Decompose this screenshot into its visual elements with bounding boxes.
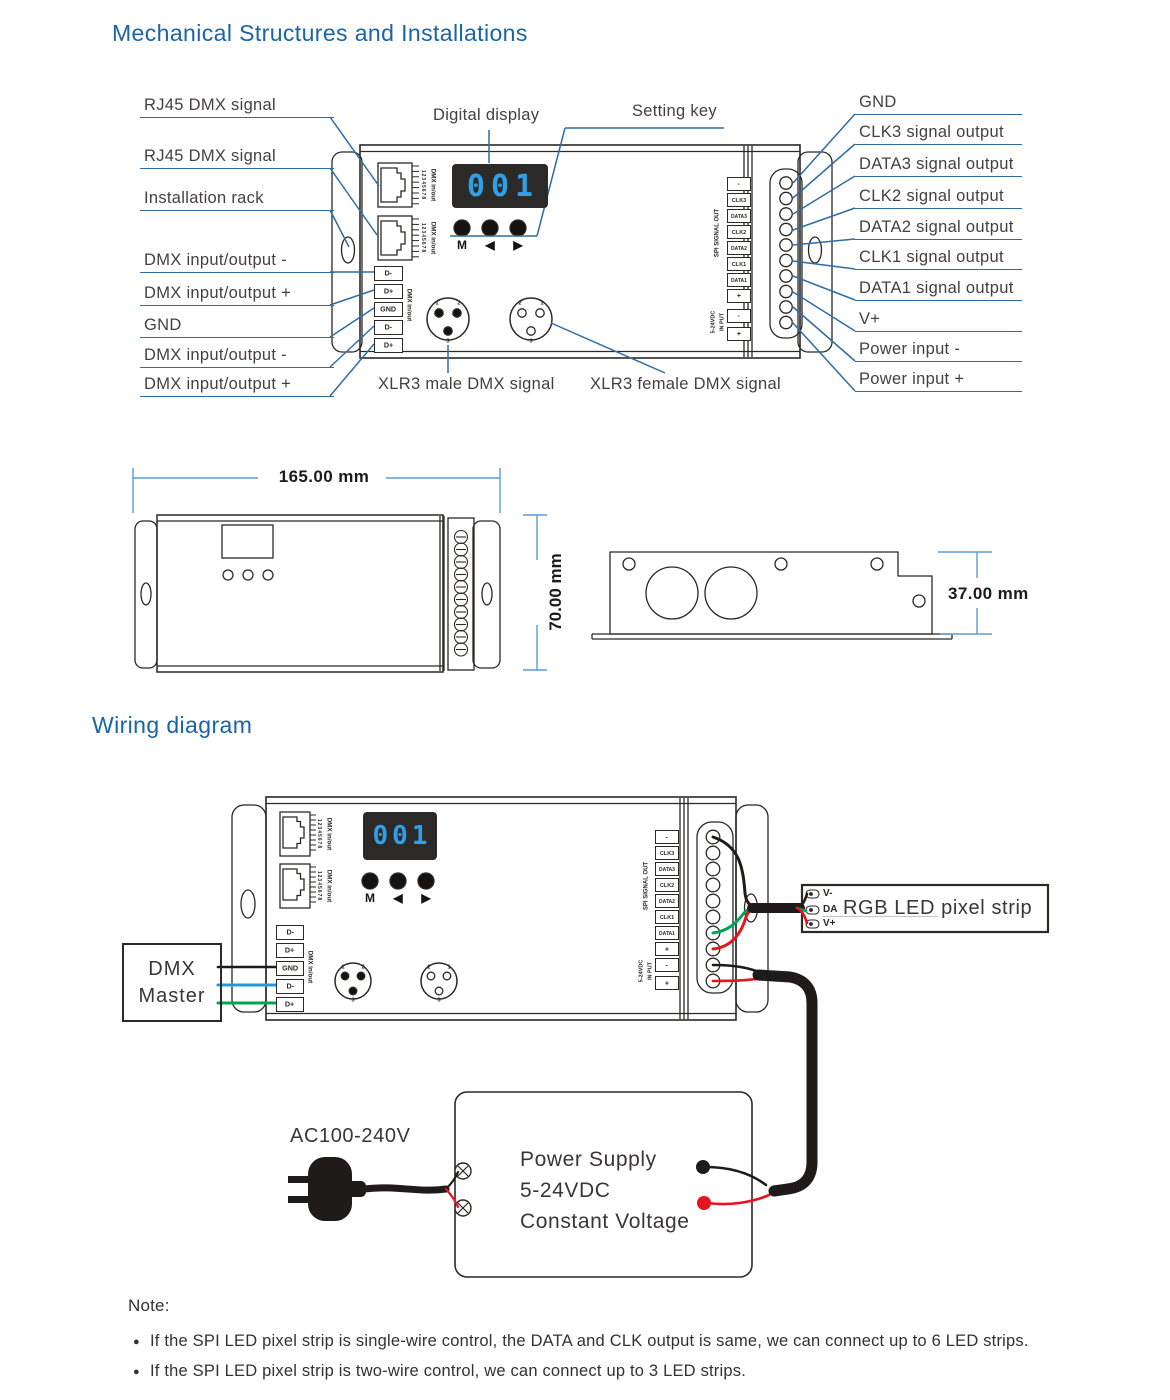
wiring-spi-terminal-plus: + bbox=[655, 942, 679, 956]
wiring-terminal-d-plus-1: D+ bbox=[276, 943, 304, 958]
spi-terminal-data2: DATA2 bbox=[727, 241, 751, 255]
callout-gnd-left: GND bbox=[140, 316, 334, 338]
bullet-icon-1: ● bbox=[133, 1336, 140, 1348]
dimension-depth: 37.00 mm bbox=[944, 584, 1033, 604]
callout-clk2-out: CLK2 signal output bbox=[855, 187, 1022, 209]
terminal-d-minus-1: D- bbox=[374, 266, 403, 281]
key-right-icon: ▶ bbox=[513, 238, 523, 252]
wires-art bbox=[216, 835, 818, 1221]
wiring-input-terminal-plus: + bbox=[655, 976, 679, 990]
psu-line-3: Constant Voltage bbox=[520, 1210, 690, 1233]
key-left-icon: ◀ bbox=[485, 238, 495, 252]
callout-setting-key: Setting key bbox=[632, 102, 717, 120]
input-terminal-plus: + bbox=[727, 327, 751, 341]
dmx-master-box: DMX Master bbox=[122, 943, 222, 1022]
spi-terminal-data3: DATA3 bbox=[727, 209, 751, 223]
note-item-1: If the SPI LED pixel strip is single-wir… bbox=[150, 1332, 1029, 1350]
spi-terminal-plus: + bbox=[727, 289, 751, 303]
terminal-d-minus-2: D- bbox=[374, 320, 403, 335]
top-device-outline-art bbox=[331, 144, 833, 359]
callout-dmx-io-minus-2: DMX input/output - bbox=[140, 346, 334, 368]
wiring-input-terminal-minus: - bbox=[655, 958, 679, 972]
wiring-terminal-d-minus-1: D- bbox=[276, 925, 304, 940]
wiring-spi-terminal-data1: DATA1 bbox=[655, 926, 679, 940]
terminal-d-plus-1: D+ bbox=[374, 284, 403, 299]
callout-installation-rack: Installation rack bbox=[140, 189, 334, 211]
spi-terminal-clk1: CLK1 bbox=[727, 257, 751, 271]
callout-dmx-io-plus-1: DMX input/output + bbox=[140, 284, 334, 306]
side-dimension-art bbox=[938, 551, 992, 635]
key-m: M bbox=[457, 238, 467, 252]
note-item-2: If the SPI LED pixel strip is two-wire c… bbox=[150, 1362, 746, 1380]
wiring-spi-terminal-clk2: CLK2 bbox=[655, 878, 679, 892]
wiring-spi-terminal-data3: DATA3 bbox=[655, 862, 679, 876]
wiring-key-right-icon: ▶ bbox=[421, 891, 431, 905]
callout-xlr3-male: XLR3 male DMX signal bbox=[378, 375, 555, 393]
wiring-terminal-d-plus-2: D+ bbox=[276, 997, 304, 1012]
spi-terminal-minus: - bbox=[727, 177, 751, 191]
wiring-terminal-d-minus-2: D- bbox=[276, 979, 304, 994]
wiring-spi-terminal-data2: DATA2 bbox=[655, 894, 679, 908]
ac-voltage-label: AC100-240V bbox=[290, 1125, 411, 1147]
callout-power-plus: Power input + bbox=[855, 370, 1022, 392]
rgb-strip-label: RGB LED pixel strip bbox=[843, 897, 1033, 919]
dimension-lines-art bbox=[132, 468, 547, 671]
callout-gnd-right: GND bbox=[855, 93, 1022, 115]
section1-title: Mechanical Structures and Installations bbox=[112, 20, 528, 46]
callout-data2-out: DATA2 signal output bbox=[855, 218, 1022, 240]
section2-title: Wiring diagram bbox=[92, 712, 253, 738]
psu-line-1: Power Supply bbox=[520, 1148, 657, 1171]
strip-terminal-v-plus: V+ bbox=[823, 918, 836, 929]
bullet-icon-2: ● bbox=[133, 1366, 140, 1378]
top-leader-lines-art bbox=[329, 113, 856, 397]
callout-v-plus: V+ bbox=[855, 310, 1022, 332]
spi-terminal-clk3: CLK3 bbox=[727, 193, 751, 207]
wiring-key-m: M bbox=[365, 891, 375, 905]
top-view-outline-art bbox=[134, 514, 501, 673]
input-terminal-minus: - bbox=[727, 309, 751, 323]
spi-terminal-clk2: CLK2 bbox=[727, 225, 751, 239]
callout-power-minus: Power input - bbox=[855, 340, 1022, 362]
wiring-spi-terminal-clk3: CLK3 bbox=[655, 846, 679, 860]
spi-terminal-data1: DATA1 bbox=[727, 273, 751, 287]
callout-dmx-io-minus-1: DMX input/output - bbox=[140, 251, 334, 273]
callout-rj45-2: RJ45 DMX signal bbox=[140, 147, 334, 169]
wiring-device-outline-art bbox=[231, 796, 769, 1021]
dimension-width: 165.00 mm bbox=[262, 467, 386, 487]
terminal-d-plus-2: D+ bbox=[374, 338, 403, 353]
wiring-key-left-icon: ◀ bbox=[393, 891, 403, 905]
callout-clk3-out: CLK3 signal output bbox=[855, 123, 1022, 145]
note-title: Note: bbox=[128, 1296, 170, 1315]
callout-rj45-1: RJ45 DMX signal bbox=[140, 96, 334, 118]
display-value: 001 bbox=[466, 168, 540, 204]
strip-terminal-da: DA bbox=[823, 904, 838, 915]
wiring-boxes-art bbox=[454, 883, 1050, 1278]
callout-data1-out: DATA1 signal output bbox=[855, 279, 1022, 301]
side-view-outline-art bbox=[591, 551, 953, 640]
wiring-digital-display: 001 bbox=[363, 812, 437, 860]
wiring-terminal-gnd: GND bbox=[276, 961, 304, 976]
dmx-master-line1: DMX bbox=[148, 957, 196, 980]
callout-clk1-out: CLK1 signal output bbox=[855, 248, 1022, 270]
callout-xlr3-female: XLR3 female DMX signal bbox=[590, 375, 781, 393]
strip-terminal-v-minus: V- bbox=[823, 888, 833, 899]
wiring-spi-terminal-clk1: CLK1 bbox=[655, 910, 679, 924]
psu-line-2: 5-24VDC bbox=[520, 1179, 611, 1202]
wiring-display-value: 001 bbox=[372, 821, 432, 851]
dmx-master-line2: Master bbox=[138, 984, 206, 1007]
callout-digital-display: Digital display bbox=[433, 106, 540, 124]
terminal-gnd: GND bbox=[374, 302, 403, 317]
callout-dmx-io-plus-2: DMX input/output + bbox=[140, 375, 334, 397]
wiring-spi-terminal-minus: - bbox=[655, 830, 679, 844]
callout-data3-out: DATA3 signal output bbox=[855, 155, 1022, 177]
digital-display: 001 bbox=[452, 164, 548, 208]
